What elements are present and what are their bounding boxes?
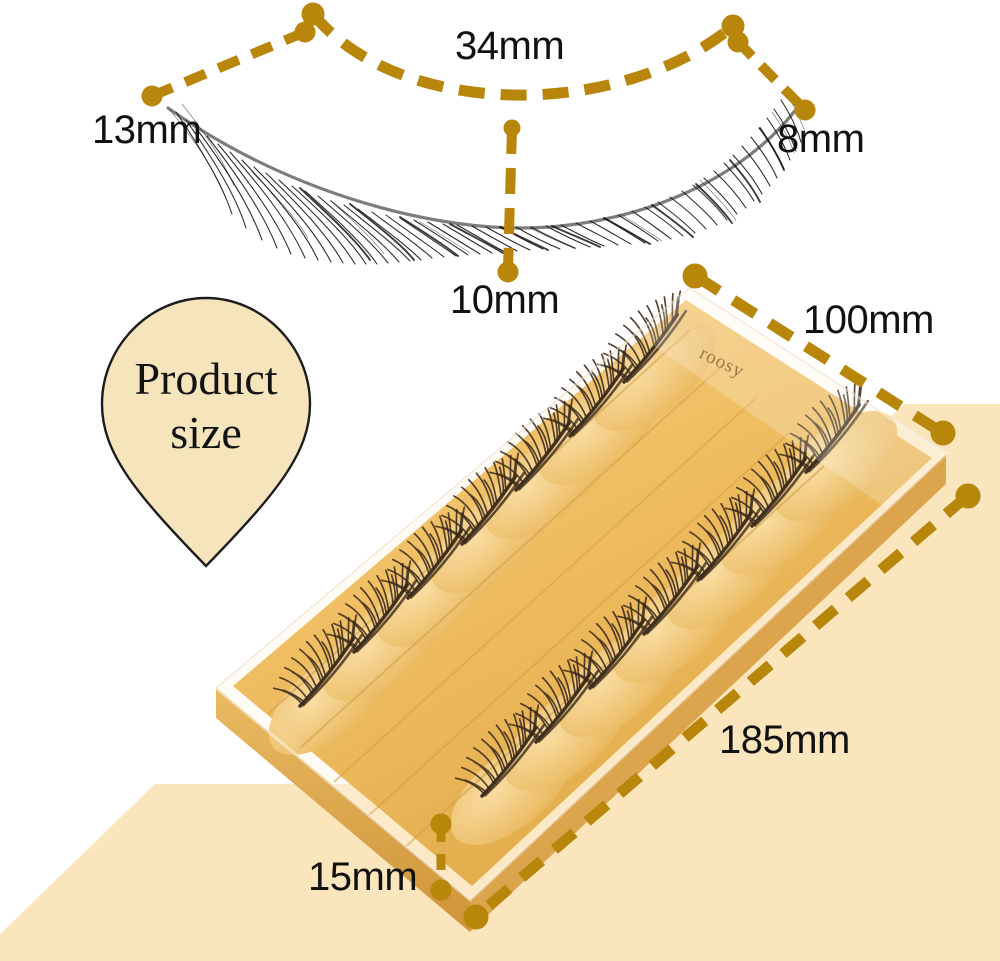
measure-8mm-label: 8mm [777,117,865,161]
measure-185mm-line [463,483,981,930]
product-size-badge [100,296,312,568]
lash-tray-image [213,280,949,932]
measure-13mm-label: 13mm [92,108,202,152]
tray-lid-rim [213,286,949,903]
measure-34mm-line [301,2,745,101]
measure-13mm-line [141,21,316,107]
tray-lid-sheen [640,288,946,508]
measure-8mm-line [727,31,816,121]
tray-compartments [267,321,898,851]
measure-15mm-label: 15mm [308,855,418,899]
measure-34mm-label: 34mm [455,24,565,68]
measure-15mm-line [430,813,452,901]
tray-base [233,300,932,886]
measure-10mm-line [497,119,521,283]
measure-100mm-line [682,263,956,446]
tray-side-edge [470,454,946,932]
measure-10mm-label: 10mm [450,278,560,322]
measure-185mm-label: 185mm [719,718,850,762]
measure-100mm-label: 100mm [803,298,934,342]
